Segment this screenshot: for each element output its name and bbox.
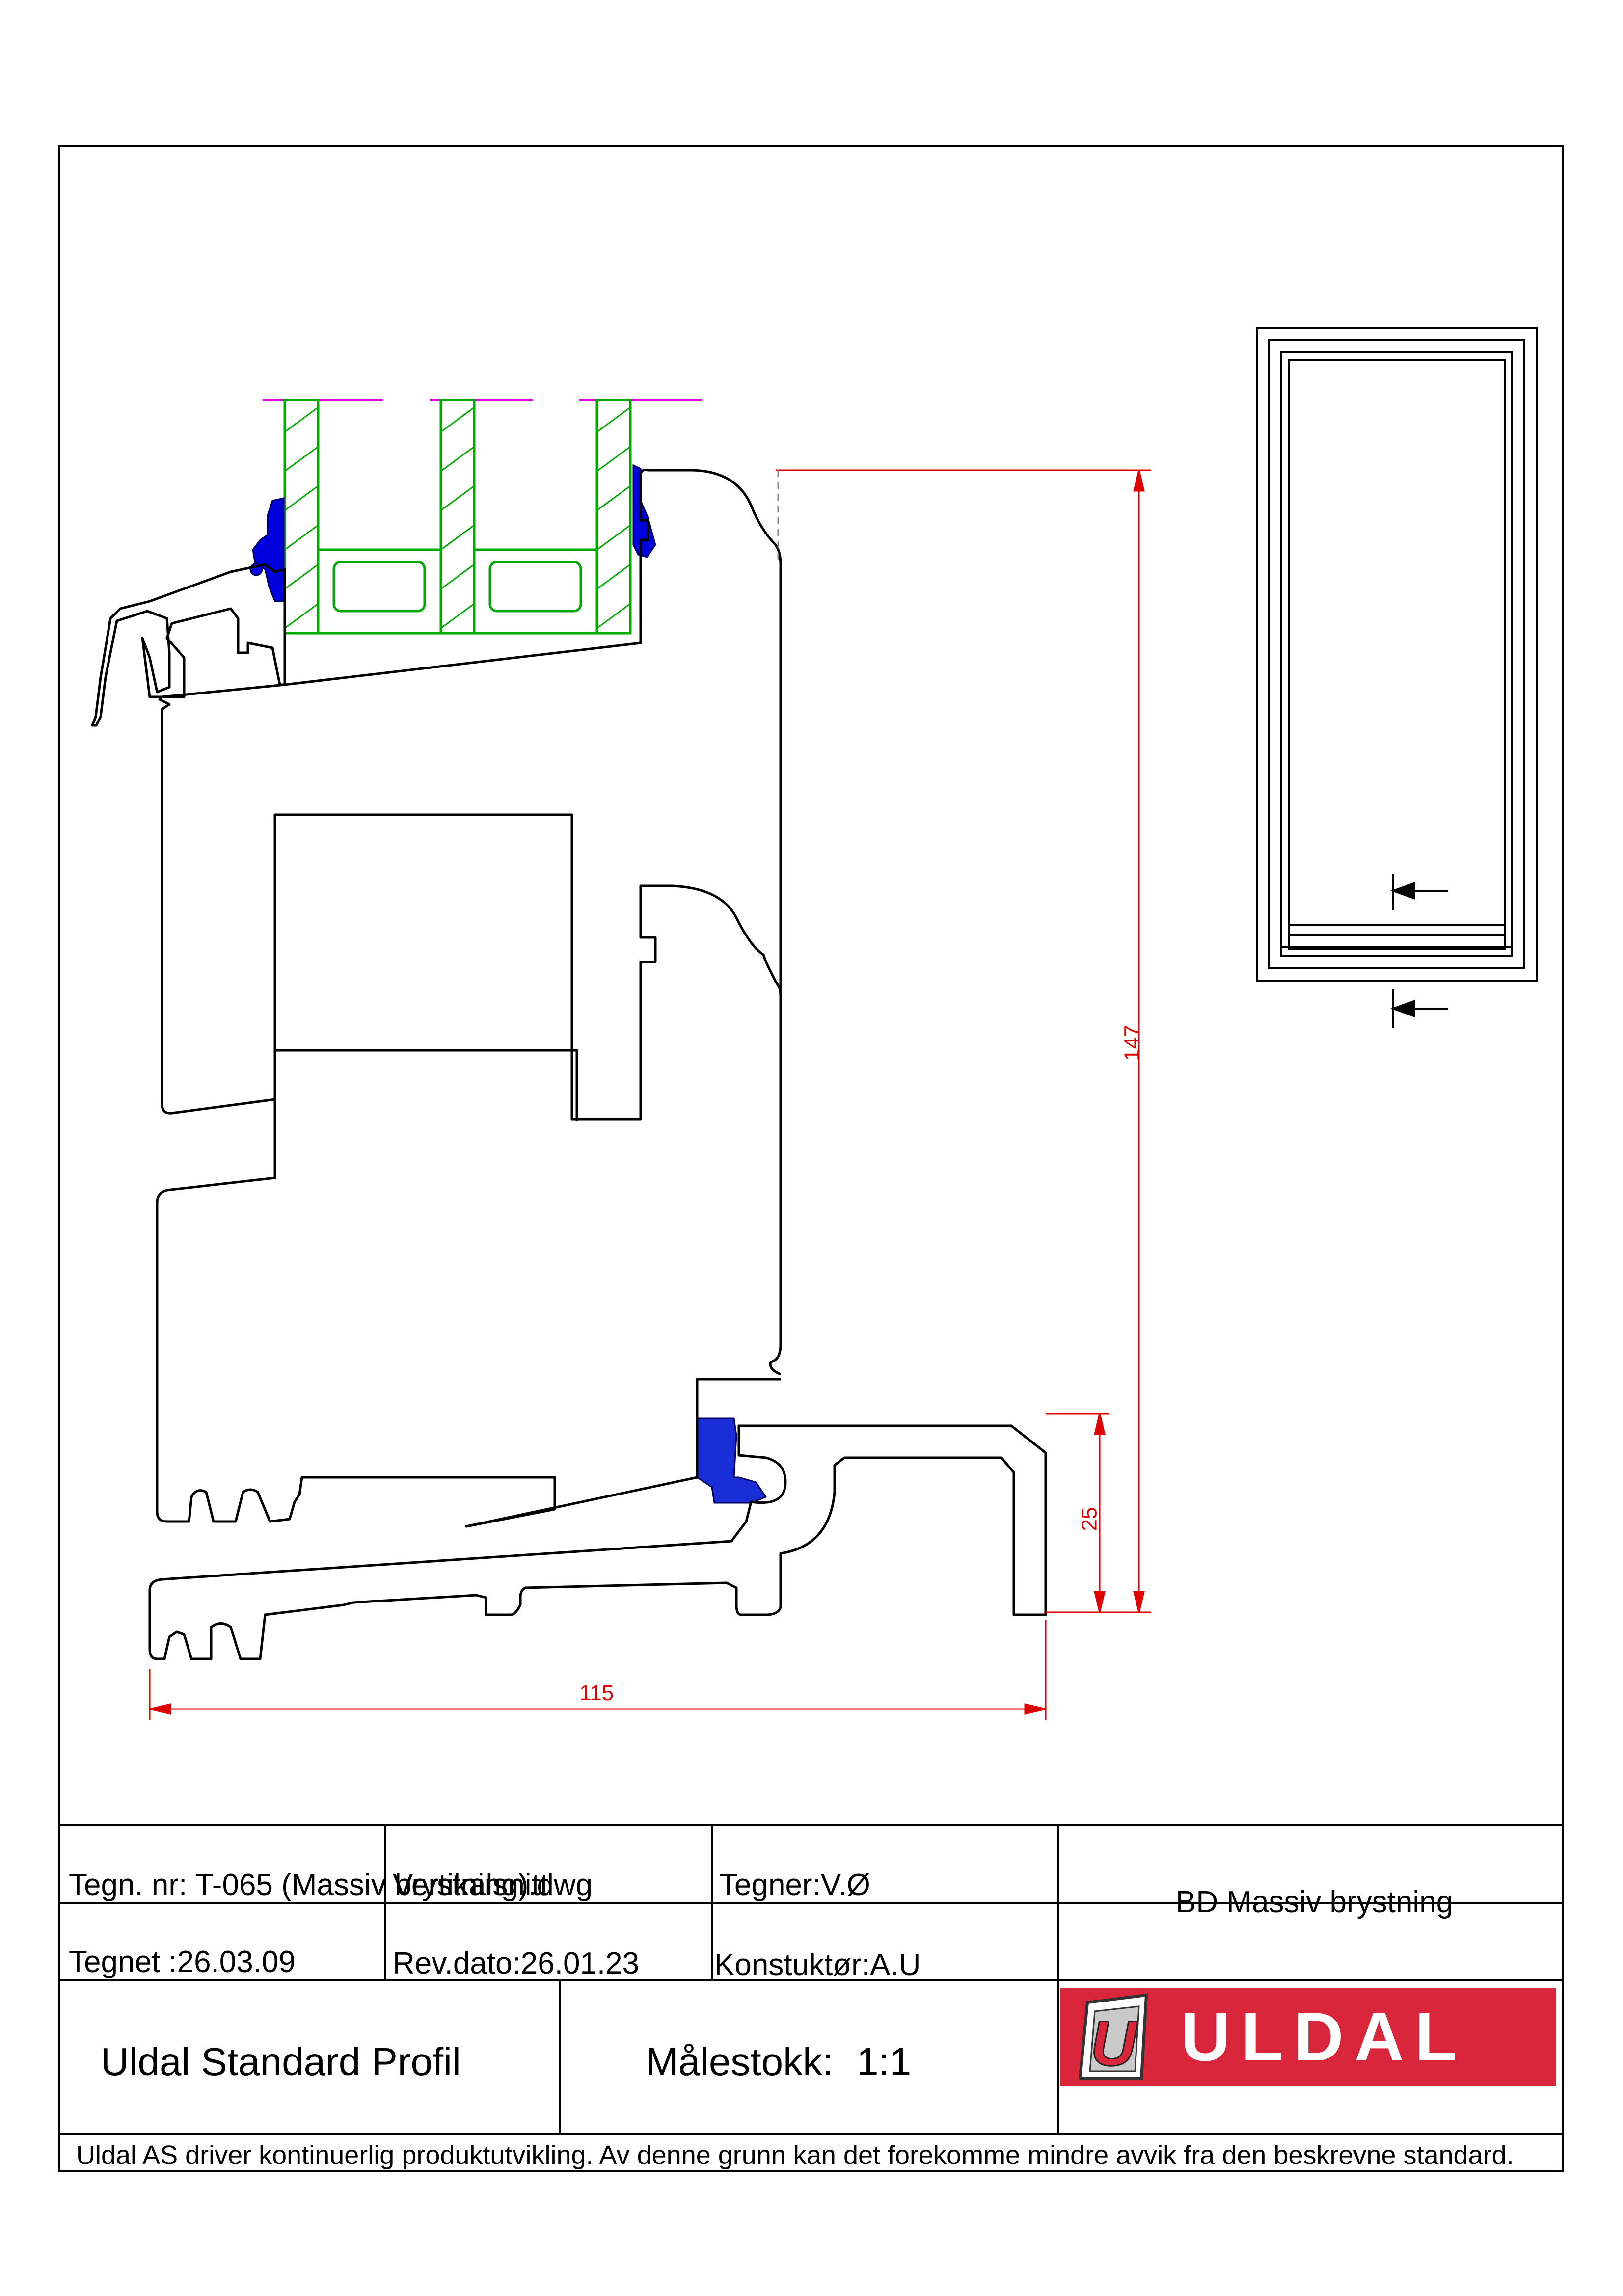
spacer-left	[332, 561, 426, 613]
scale-value: 1:1	[857, 2040, 912, 2083]
drawing-title: BD Massiv brystning	[1176, 1885, 1454, 1919]
glazing-gasket-outer	[252, 497, 285, 602]
logo-graphic: U ULDAL	[1060, 1988, 1556, 2086]
logo-window-mark: U	[1078, 1993, 1148, 2080]
sash-profile-top	[639, 469, 782, 653]
disclaimer: Uldal AS driver kontinuerlig produktutvi…	[76, 2140, 1514, 2170]
window-elevation	[1256, 327, 1538, 1028]
glazing-bead	[91, 563, 286, 727]
glazing-gasket-inner	[632, 464, 656, 558]
uldal-logo: U ULDAL	[1060, 1988, 1556, 2086]
dimension-25: 25	[1077, 1507, 1102, 1531]
profile-series: Uldal Standard Profil	[101, 2040, 461, 2083]
gaskets	[249, 464, 767, 1504]
drawn-date: Tegnet :26.03.09	[69, 1945, 296, 1979]
glass-unit	[283, 399, 632, 635]
drawn-by: Tegner:V.Ø	[719, 1868, 870, 1902]
scale-label: Målestokk:	[646, 2040, 834, 2083]
frame-sill	[148, 1424, 1047, 1660]
drawing-number: Tegn. nr: T-065 (Massiv brystning).dwg	[69, 1868, 593, 1902]
dimension-115: 115	[579, 1681, 614, 1705]
spacer-right	[488, 561, 582, 613]
designer: Konstuktør:A.U	[714, 1948, 921, 1982]
sash-gasket	[696, 1417, 767, 1504]
glass-pane-middle	[439, 399, 476, 635]
glass-pane-left	[283, 399, 320, 635]
logo-mark-letter: U	[1090, 2007, 1138, 2079]
section-type-overlap: Vertikalsnitt	[393, 1868, 549, 1902]
title-block-grid	[59, 1824, 1563, 2135]
logo-text: ULDAL	[1181, 1998, 1467, 2075]
glass-pane-right	[595, 399, 632, 635]
dimension-147: 147	[1120, 1025, 1144, 1061]
revision-date: Rev.dato:26.01.23	[393, 1947, 640, 1980]
lower-sash-profile	[156, 1049, 781, 1528]
page-frame	[58, 145, 1564, 2172]
dimension-lines	[149, 469, 1151, 1720]
sash-profile	[158, 475, 782, 1376]
